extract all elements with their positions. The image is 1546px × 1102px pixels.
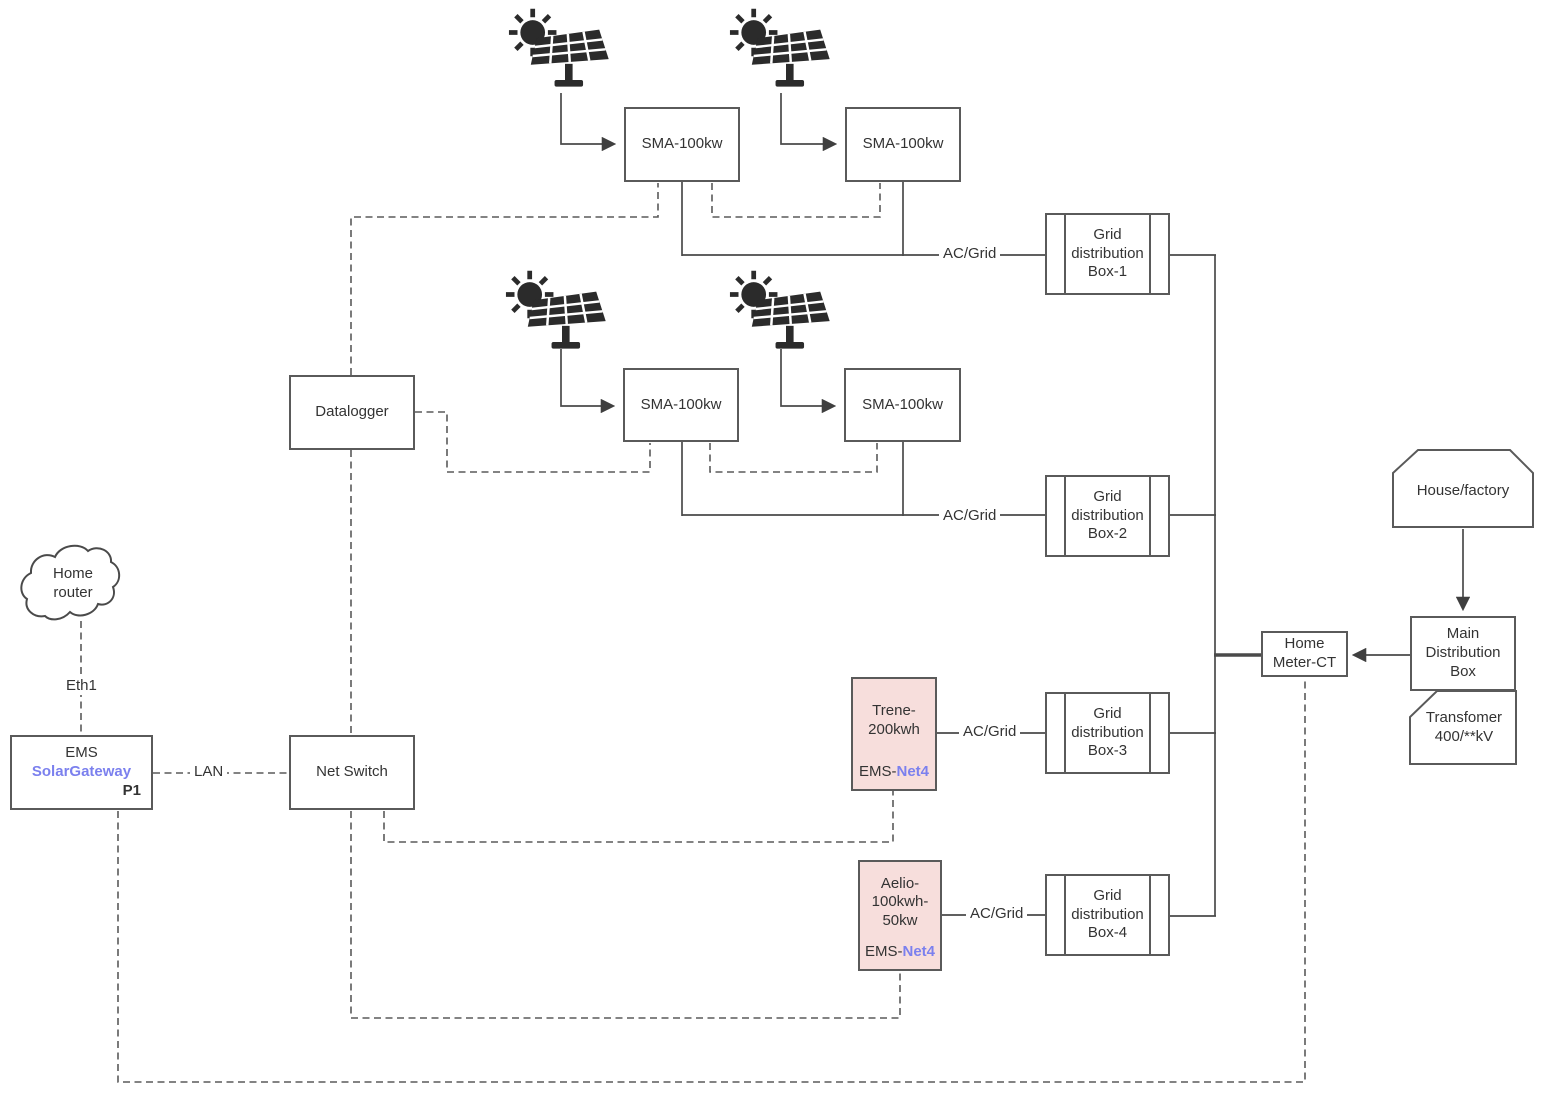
node-house-factory: House/factory xyxy=(1397,470,1529,512)
node-main-distribution-box: Main Distribution Box xyxy=(1410,616,1516,691)
gridbox-side-bar xyxy=(1064,692,1066,774)
battery-trene-label: Trene- 200kwh xyxy=(868,702,920,739)
node-datalogger: Datalogger xyxy=(289,375,415,450)
node-transformer: Transfomer 400/**kV xyxy=(1414,700,1514,756)
edge-pv1-inverter1 xyxy=(560,93,617,152)
inverter-2-label: SMA-100kw xyxy=(862,135,944,153)
node-battery-aelio: Aelio- 100kwh- 50kw EMS-Net4 xyxy=(858,860,942,971)
comm-inverter1-inverter2 xyxy=(711,183,881,218)
grid-box-1-label: Grid distribution Box-1 xyxy=(1071,225,1144,281)
node-ems-solargateway: EMS SolarGateway P1 xyxy=(10,735,153,810)
home-router-label: Home router xyxy=(52,565,93,601)
node-inverter-2: SMA-100kw xyxy=(845,107,961,182)
comm-ems-homemeter xyxy=(117,678,1306,1083)
battery-aelio-label: Aelio- 100kwh- 50kw xyxy=(871,874,929,930)
node-inverter-4: SMA-100kw xyxy=(844,368,961,442)
edge-label-ac-grid-1: AC/Grid xyxy=(939,245,1001,263)
house-factory-label: House/factory xyxy=(1416,481,1510,499)
comm-datalogger-inverter1 xyxy=(350,183,659,375)
node-grid-distribution-box-1: Grid distribution Box-1 xyxy=(1045,213,1170,295)
inverter-4-label: SMA-100kw xyxy=(862,395,943,413)
gridbox-side-bar xyxy=(1149,213,1151,295)
edge-label-ac-grid-4: AC/Grid xyxy=(966,905,1028,923)
edge-pv3-inverter3 xyxy=(560,349,616,414)
gridbox-side-bar xyxy=(1064,213,1066,295)
inverter-1-label: SMA-100kw xyxy=(641,135,723,153)
node-inverter-1: SMA-100kw xyxy=(624,107,740,182)
solar-panel-icon xyxy=(509,9,609,87)
datalogger-label: Datalogger xyxy=(315,403,389,421)
node-battery-trene: Trene- 200kwh EMS-Net4 xyxy=(851,677,937,791)
main-distribution-label: Main Distribution Box xyxy=(1425,625,1501,680)
net-switch-label: Net Switch xyxy=(316,763,388,781)
ems-tag-net: Net4 xyxy=(896,763,929,781)
edge-label-eth1: Eth1 xyxy=(62,677,101,695)
node-inverter-3: SMA-100kw xyxy=(623,368,739,442)
gridbox-side-bar xyxy=(1149,692,1151,774)
node-net-switch: Net Switch xyxy=(289,735,415,810)
dashed-connections xyxy=(80,183,1306,1083)
edge-label-lan: LAN xyxy=(190,763,228,781)
grid-box-4-label: Grid distribution Box-4 xyxy=(1071,886,1144,942)
grid-box-2-label: Grid distribution Box-2 xyxy=(1071,487,1144,543)
edge-label-ac-grid-3: AC/Grid xyxy=(959,723,1021,741)
battery-aelio-ems-tag: EMS-Net4 xyxy=(865,943,935,969)
comm-netswitch-battery1 xyxy=(383,791,894,843)
gridbox-side-bar xyxy=(1064,475,1066,557)
ems-label: EMS xyxy=(65,744,98,762)
solar-panel-icon xyxy=(730,271,830,349)
ems-port-label: P1 xyxy=(122,781,141,799)
node-grid-distribution-box-4: Grid distribution Box-4 xyxy=(1045,874,1170,956)
grid-box-3-label: Grid distribution Box-3 xyxy=(1071,704,1144,760)
house-shape xyxy=(1392,449,1534,528)
solid-connections xyxy=(560,93,1471,917)
home-meter-label: Home Meter-CT xyxy=(1272,635,1337,671)
edge-pv2-inverter2 xyxy=(780,93,838,152)
edge-pv4-inverter4 xyxy=(780,349,837,414)
ems-brand-label: SolarGateway xyxy=(31,763,132,781)
comm-netswitch-battery2 xyxy=(350,811,901,1019)
ems-tag-prefix: EMS- xyxy=(864,943,903,961)
node-home-meter-ct: Home Meter-CT xyxy=(1261,631,1348,677)
transformer-label: Transfomer 400/**kV xyxy=(1425,709,1503,745)
transformer-shape xyxy=(1409,690,1517,765)
node-home-router: Home router xyxy=(37,563,109,605)
ems-tag-prefix: EMS- xyxy=(858,763,897,781)
gridbox-side-bar xyxy=(1149,475,1151,557)
comm-datalogger-inverter3 xyxy=(415,411,651,473)
solar-panel-icon xyxy=(506,271,606,349)
solar-panel-icon xyxy=(730,9,830,87)
comm-inverter3-inverter4 xyxy=(709,443,878,473)
ems-tag-net: Net4 xyxy=(902,943,935,961)
node-grid-distribution-box-3: Grid distribution Box-3 xyxy=(1045,692,1170,774)
gridbox-side-bar xyxy=(1149,874,1151,956)
node-grid-distribution-box-2: Grid distribution Box-2 xyxy=(1045,475,1170,557)
gridbox-side-bar xyxy=(1064,874,1066,956)
edge-label-ac-grid-2: AC/Grid xyxy=(939,507,1001,525)
battery-trene-ems-tag: EMS-Net4 xyxy=(859,763,929,789)
cloud-icon xyxy=(20,544,121,621)
inverter-3-label: SMA-100kw xyxy=(640,395,722,413)
